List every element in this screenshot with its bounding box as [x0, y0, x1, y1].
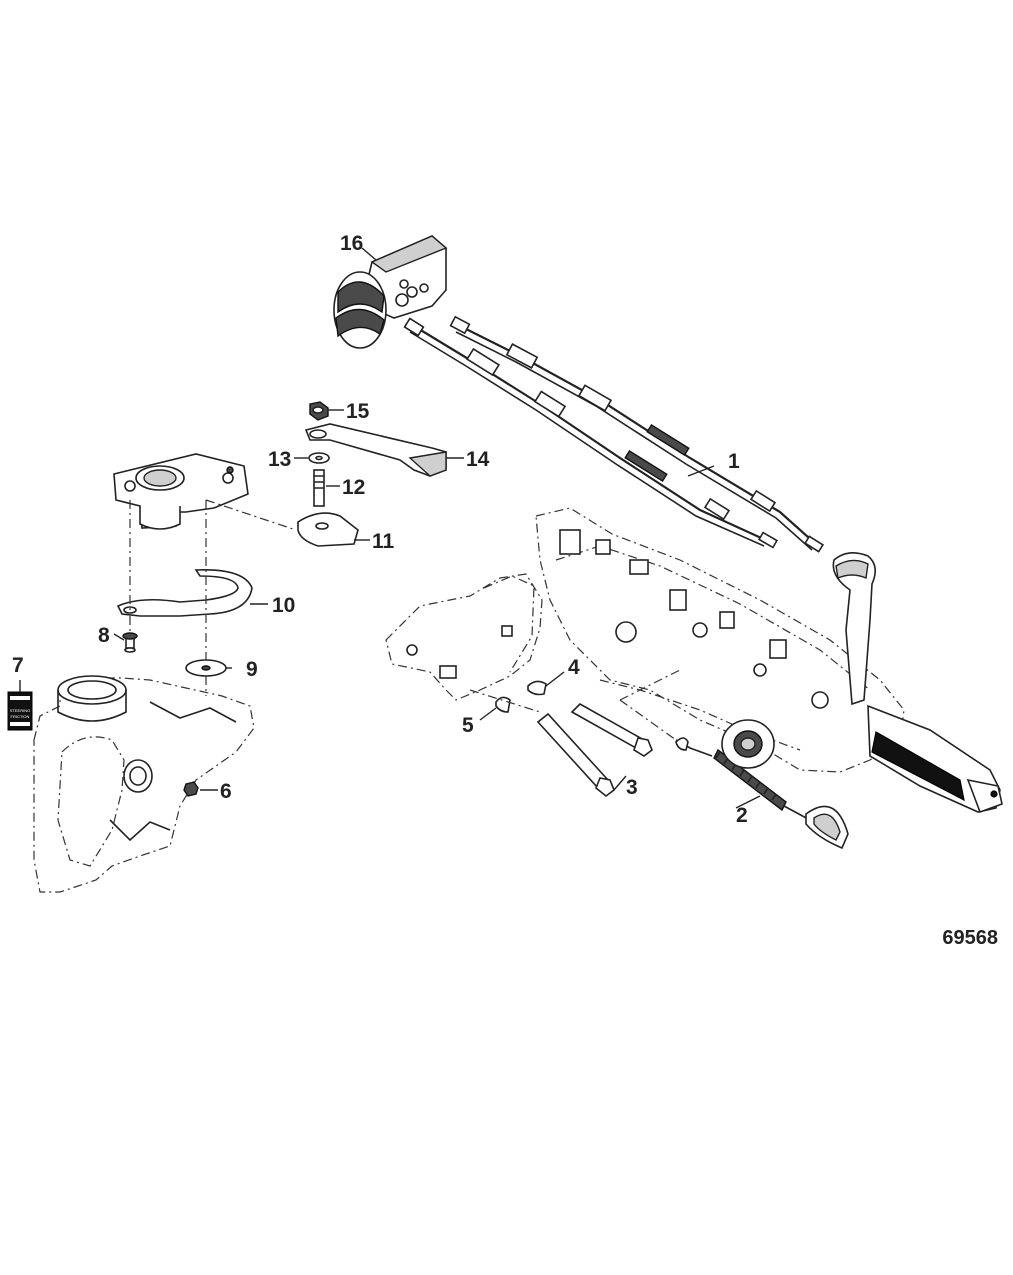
callout-11: 11	[372, 530, 395, 553]
decal-line-2: FRICTION	[11, 714, 30, 719]
tiller-handle	[535, 507, 1003, 814]
part-5-clip	[495, 696, 511, 713]
callout-15: 15	[346, 400, 370, 423]
part-14-lever	[304, 423, 447, 477]
callout-13: 13	[268, 448, 291, 471]
callout-labels: 1 2 3 4 5 6 7 8 9 10 11 12 13 14 15 16	[12, 232, 748, 827]
callout-12: 12	[342, 476, 365, 499]
part-13-washer	[308, 452, 330, 464]
callout-2: 2	[736, 804, 748, 827]
callout-1: 1	[728, 450, 740, 473]
part-10-friction-strap	[116, 569, 253, 617]
callout-4: 4	[568, 656, 580, 679]
part-16-control-knob	[333, 235, 448, 349]
part-6-fitting	[183, 781, 199, 797]
swivel-bracket	[33, 675, 255, 893]
callout-3: 3	[626, 776, 638, 799]
tiller-bracket	[113, 453, 249, 530]
callout-14: 14	[466, 448, 490, 471]
callout-leaders	[19, 247, 761, 809]
part-2-spring	[675, 737, 849, 850]
figure-reference-number: 69568	[942, 927, 998, 949]
part-3-pins	[536, 703, 653, 798]
decal-line-1: STEERING	[10, 708, 30, 713]
part-4-clip	[527, 680, 547, 696]
part-1-cables	[403, 315, 825, 553]
part-11-plate	[297, 512, 359, 547]
callout-10: 10	[272, 594, 295, 617]
part-12-stud	[313, 469, 325, 507]
alignment-lines	[129, 499, 681, 741]
part-7-decal: STEERING FRICTION	[7, 691, 33, 731]
part-15-nut	[309, 401, 329, 421]
callout-6: 6	[220, 780, 232, 803]
callout-7: 7	[12, 654, 24, 677]
part-9-washer	[185, 659, 227, 677]
callout-9: 9	[246, 658, 258, 681]
callout-8: 8	[98, 624, 110, 647]
tilt-cradle	[385, 573, 543, 701]
callout-5: 5	[462, 714, 474, 737]
callout-16: 16	[340, 232, 363, 255]
